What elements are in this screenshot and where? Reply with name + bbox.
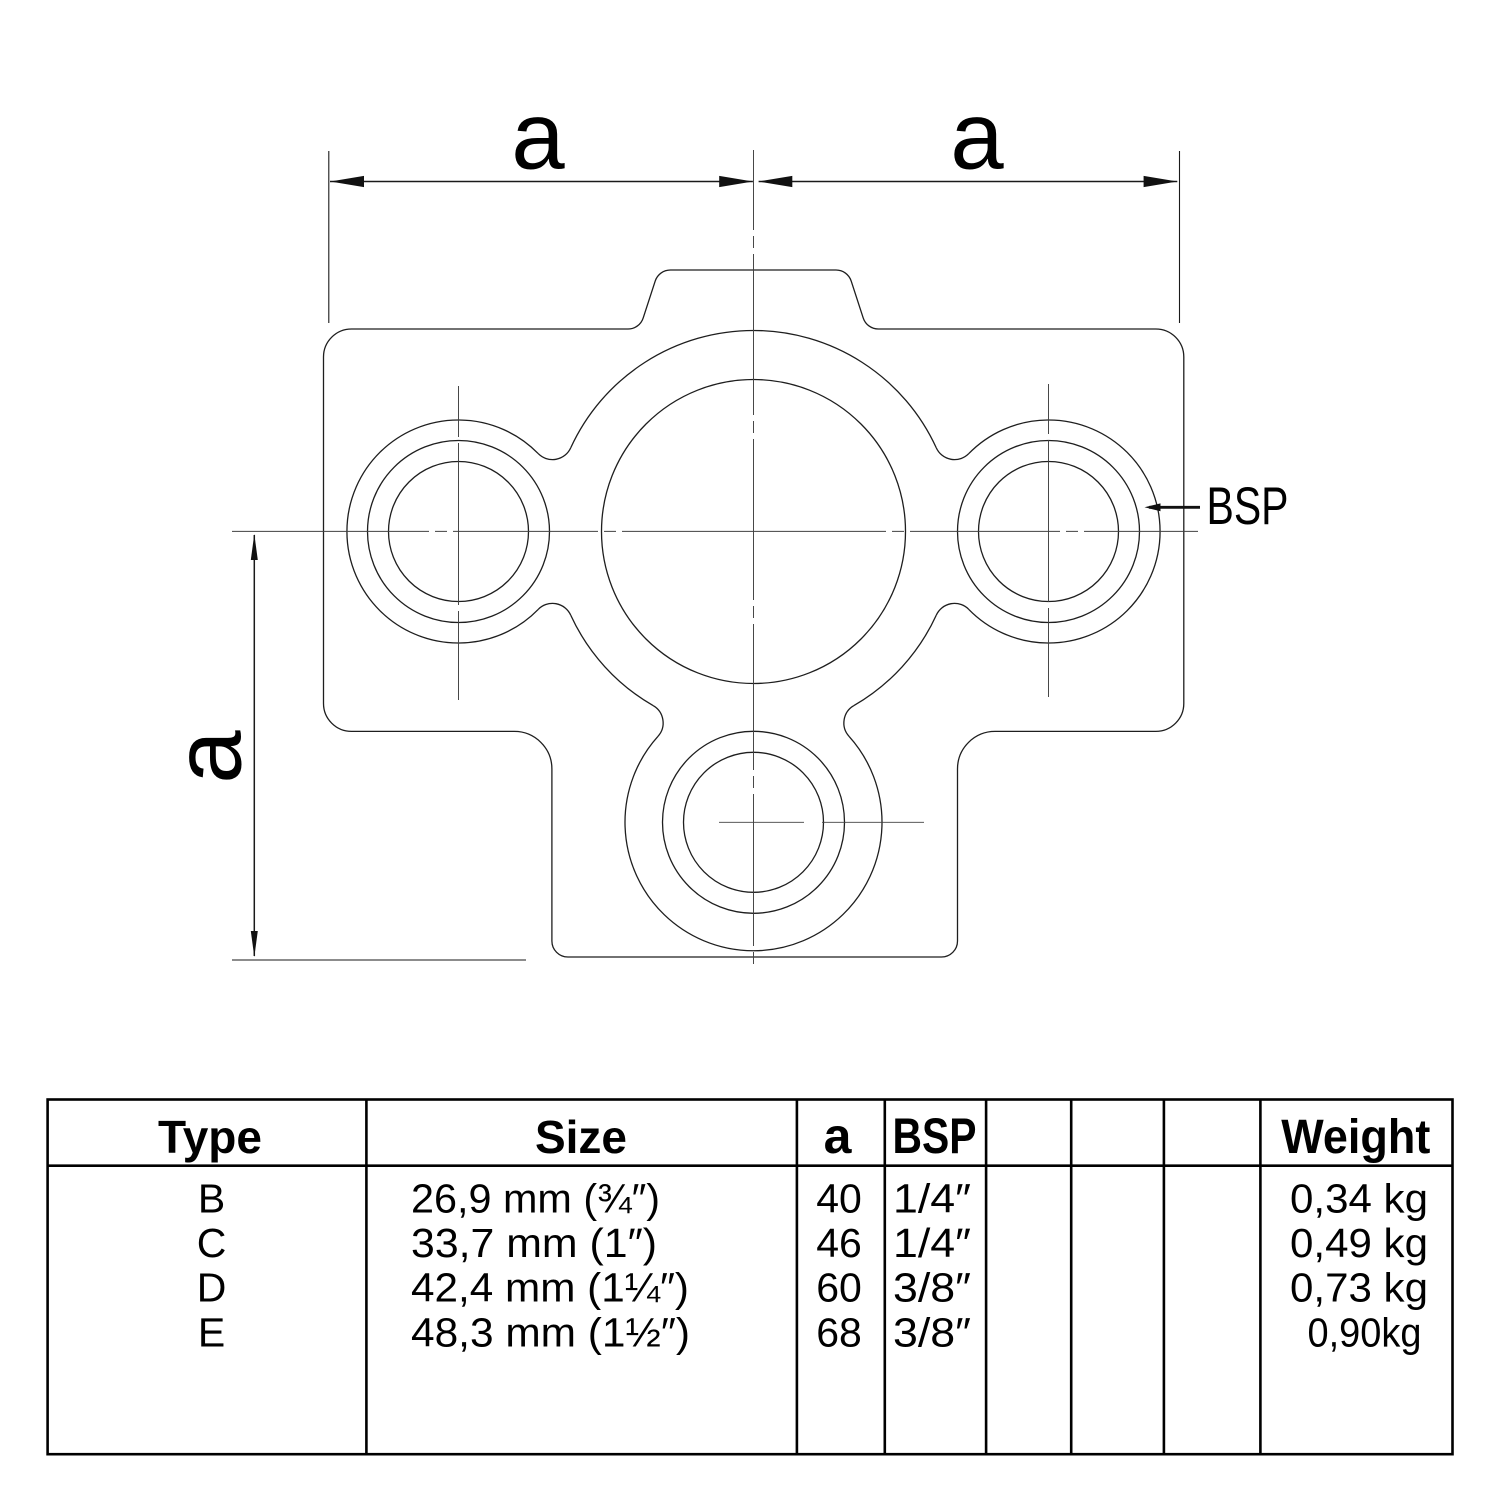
svg-text:Weight: Weight bbox=[1281, 1111, 1430, 1164]
svg-text:3/8″: 3/8″ bbox=[893, 1265, 971, 1311]
svg-text:Type: Type bbox=[158, 1111, 262, 1163]
svg-text:26,9 mm (¾″): 26,9 mm (¾″) bbox=[411, 1175, 660, 1221]
svg-text:C: C bbox=[197, 1220, 227, 1266]
svg-text:E: E bbox=[198, 1309, 225, 1355]
svg-text:33,7 mm (1″): 33,7 mm (1″) bbox=[411, 1220, 657, 1266]
svg-text:68: 68 bbox=[816, 1309, 862, 1355]
svg-text:a: a bbox=[155, 730, 262, 784]
svg-text:D: D bbox=[197, 1265, 227, 1311]
svg-text:60: 60 bbox=[816, 1265, 862, 1311]
svg-text:BSP: BSP bbox=[893, 1108, 977, 1164]
svg-text:3/8″: 3/8″ bbox=[893, 1309, 971, 1355]
svg-text:0,34 kg: 0,34 kg bbox=[1290, 1175, 1428, 1221]
svg-text:1/4″: 1/4″ bbox=[893, 1220, 971, 1266]
svg-text:Size: Size bbox=[535, 1111, 627, 1163]
svg-text:1/4″: 1/4″ bbox=[893, 1175, 971, 1221]
svg-text:0,49 kg: 0,49 kg bbox=[1290, 1220, 1428, 1266]
svg-text:B: B bbox=[198, 1175, 225, 1221]
svg-text:46: 46 bbox=[816, 1220, 862, 1266]
svg-text:a: a bbox=[511, 83, 565, 190]
svg-text:0,90kg: 0,90kg bbox=[1308, 1309, 1422, 1355]
svg-text:42,4 mm (1¼″): 42,4 mm (1¼″) bbox=[411, 1265, 689, 1311]
svg-text:a: a bbox=[950, 83, 1004, 190]
svg-text:BSP: BSP bbox=[1207, 477, 1289, 536]
svg-text:48,3 mm (1½″): 48,3 mm (1½″) bbox=[411, 1309, 690, 1355]
svg-text:40: 40 bbox=[816, 1175, 862, 1221]
svg-text:0,73 kg: 0,73 kg bbox=[1290, 1265, 1428, 1311]
svg-text:a: a bbox=[824, 1108, 853, 1164]
